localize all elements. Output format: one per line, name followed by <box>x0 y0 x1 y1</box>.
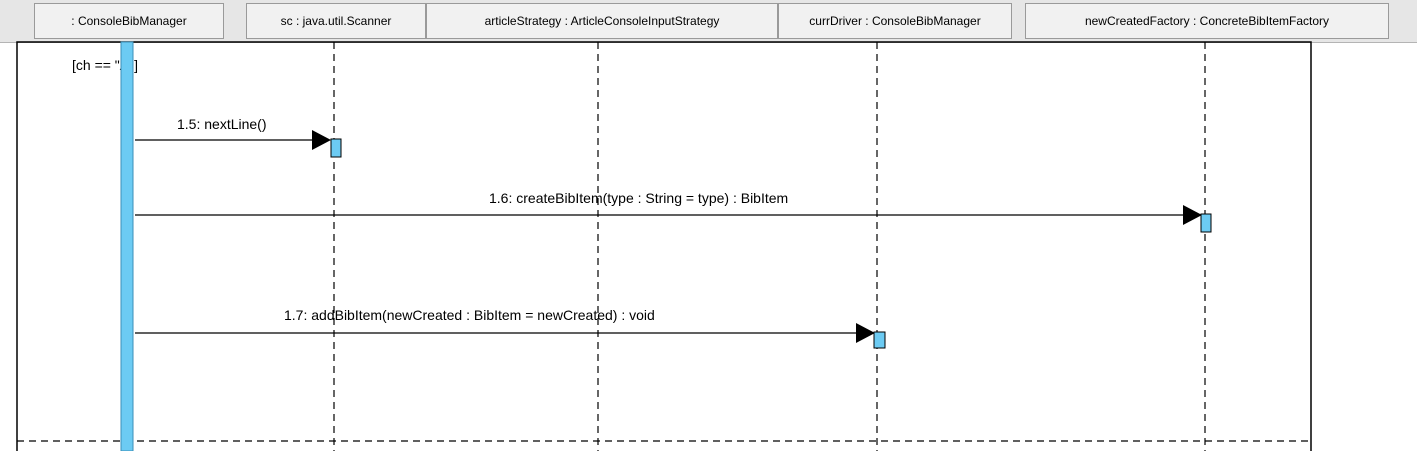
arrowhead-1-5 <box>312 130 331 150</box>
message-label-1-7[interactable]: 1.7: addBibItem(newCreated : BibItem = n… <box>284 307 655 323</box>
activation-currdriver[interactable] <box>873 331 886 349</box>
lifeline-head-consolebibmanager[interactable]: : ConsoleBibManager <box>34 3 224 39</box>
lifeline-head-articlestrategy[interactable]: articleStrategy : ArticleConsoleInputStr… <box>426 3 778 39</box>
lifeline-header-bar: : ConsoleBibManager sc : java.util.Scann… <box>0 0 1417 43</box>
activation-newcreatedfactory[interactable] <box>1200 213 1212 233</box>
arrowhead-1-7 <box>856 323 875 343</box>
lifeline-head-sc[interactable]: sc : java.util.Scanner <box>246 3 426 39</box>
activation-sc[interactable] <box>330 138 342 158</box>
message-label-1-6[interactable]: 1.6: createBibItem(type : String = type)… <box>489 190 788 206</box>
lifeline-head-newcreatedfactory[interactable]: newCreatedFactory : ConcreteBibItemFacto… <box>1025 3 1389 39</box>
message-label-1-5[interactable]: 1.5: nextLine() <box>177 116 267 132</box>
combined-fragment-frame[interactable] <box>16 41 1312 451</box>
activation-consolebibmanager[interactable] <box>120 41 134 451</box>
lifeline-head-currdriver[interactable]: currDriver : ConsoleBibManager <box>778 3 1012 39</box>
arrowhead-1-6 <box>1183 205 1202 225</box>
